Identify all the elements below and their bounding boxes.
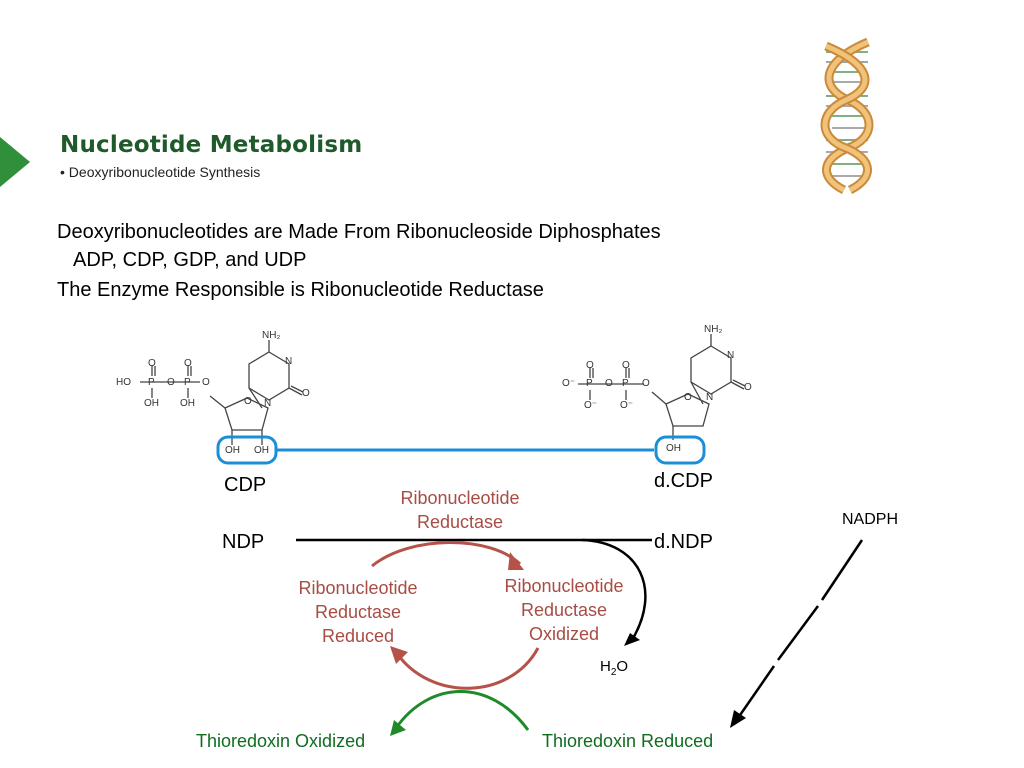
dcdp-o-bridge-label: O — [605, 378, 613, 389]
enzyme-reduced-label: Ribonucleotide Reductase Reduced — [276, 576, 440, 648]
enzyme-oxidized-label: Ribonucleotide Reductase Oxidized — [482, 574, 646, 646]
dna-helix-icon — [820, 37, 874, 195]
dcdp-structure — [578, 334, 746, 440]
dcdp-p1-label: P — [586, 378, 593, 389]
dcdp-nh2-label: NH₂ — [704, 324, 723, 335]
enzyme-label-line1: Ribonucleotide — [400, 488, 520, 508]
dcdp-n2-label: N — [706, 392, 714, 403]
enzyme-top-arrowhead-icon — [508, 552, 524, 570]
ndp-label: NDP — [222, 531, 265, 553]
page-title: Nucleotide Metabolism — [60, 132, 363, 158]
cdp-p1-label: P — [148, 377, 155, 388]
enzyme-reduced-line3: Reduced — [321, 626, 395, 646]
dcdp-o2-label: O — [622, 360, 630, 371]
thioredoxin-oxidized-label: Thioredoxin Oxidized — [196, 731, 366, 751]
cdp-ho-label: HO — [116, 377, 131, 388]
dcdp-sugar-o-label: O — [684, 392, 692, 403]
enzyme-oxidized-line2: Reductase — [520, 600, 608, 620]
cdp-structure — [140, 340, 304, 445]
enzyme-bottom-arrowhead-icon — [390, 646, 408, 664]
water-label: H2O — [600, 658, 628, 678]
enzyme-bottom-arc — [394, 647, 540, 690]
cdp-o-bridge-label: O — [167, 377, 175, 388]
cdp-n-label: N — [285, 356, 293, 367]
nadph-arrow-seg1 — [820, 539, 864, 601]
cdp-o-ester-label: O — [202, 377, 210, 388]
left-triangle-icon — [0, 137, 30, 187]
dcdp-3oh-label: OH — [666, 443, 681, 454]
enzyme-top-arc — [371, 541, 522, 568]
enzyme-oxidized-line1: Ribonucleotide — [504, 576, 624, 596]
intro-line-3: The Enzyme Responsible is Ribonucleotide… — [57, 279, 544, 301]
thioredoxin-reduced-label: Thioredoxin Reduced — [542, 731, 714, 751]
dcdp-oh-highlight — [654, 435, 706, 465]
cdp-nh2-label: NH₂ — [262, 330, 281, 341]
intro-line-2: ADP, CDP, GDP, and UDP — [73, 249, 307, 271]
enzyme-label-line2: Reductase — [416, 512, 504, 532]
dcdp-label: d.CDP — [654, 470, 713, 492]
page-subtitle: • Deoxyribonucleotide Synthesis — [60, 164, 261, 180]
dndp-label: d.NDP — [654, 531, 713, 553]
nadph-arrow-seg3 — [736, 665, 776, 719]
cdp-n2-label: N — [264, 398, 272, 409]
dcdp-o-minus3-label: O⁻ — [620, 400, 634, 411]
cdp-oh2-label: OH — [180, 398, 195, 409]
cdp-o1-label: O — [148, 358, 156, 369]
nadph-arrowhead-icon — [730, 710, 746, 728]
enzyme-oxidized-line3: Oxidized — [528, 624, 600, 644]
cdp-ring-o-label: O — [302, 388, 310, 399]
cdp-sugar-o-label: O — [244, 396, 252, 407]
water-release-arrow — [581, 538, 647, 641]
dcdp-o-minus2-label: O⁻ — [584, 400, 598, 411]
cdp-p2-label: P — [184, 377, 191, 388]
dcdp-p2-label: P — [622, 378, 629, 389]
thioredoxin-arc — [394, 690, 530, 731]
water-o: O — [616, 658, 629, 675]
thioredoxin-arrowhead-icon — [390, 720, 406, 736]
nadph-label: NADPH — [842, 511, 899, 528]
cdp-2oh-label: OH — [225, 445, 240, 456]
dcdp-ring-o-label: O — [744, 382, 752, 393]
water-subscript: 2 — [610, 667, 617, 678]
intro-line-1: Deoxyribonucleotides are Made From Ribon… — [57, 221, 661, 243]
cdp-o2-label: O — [184, 358, 192, 369]
enzyme-reduced-line2: Reductase — [314, 602, 402, 622]
enzyme-reduced-line1: Ribonucleotide — [298, 578, 418, 598]
cdp-oh1-label: OH — [144, 398, 159, 409]
cdp-3oh-label: OH — [254, 445, 269, 456]
cdp-label: CDP — [224, 474, 267, 496]
enzyme-label: Ribonucleotide Reductase — [378, 486, 542, 534]
dcdp-o-ester-label: O — [642, 378, 650, 389]
dcdp-n-label: N — [727, 350, 735, 361]
water-h: H — [600, 658, 611, 675]
water-arrowhead-icon — [624, 633, 640, 646]
dcdp-o1-label: O — [586, 360, 594, 371]
dcdp-o-minus-label: O⁻ — [562, 378, 576, 389]
nadph-arrow-seg2 — [776, 605, 820, 661]
